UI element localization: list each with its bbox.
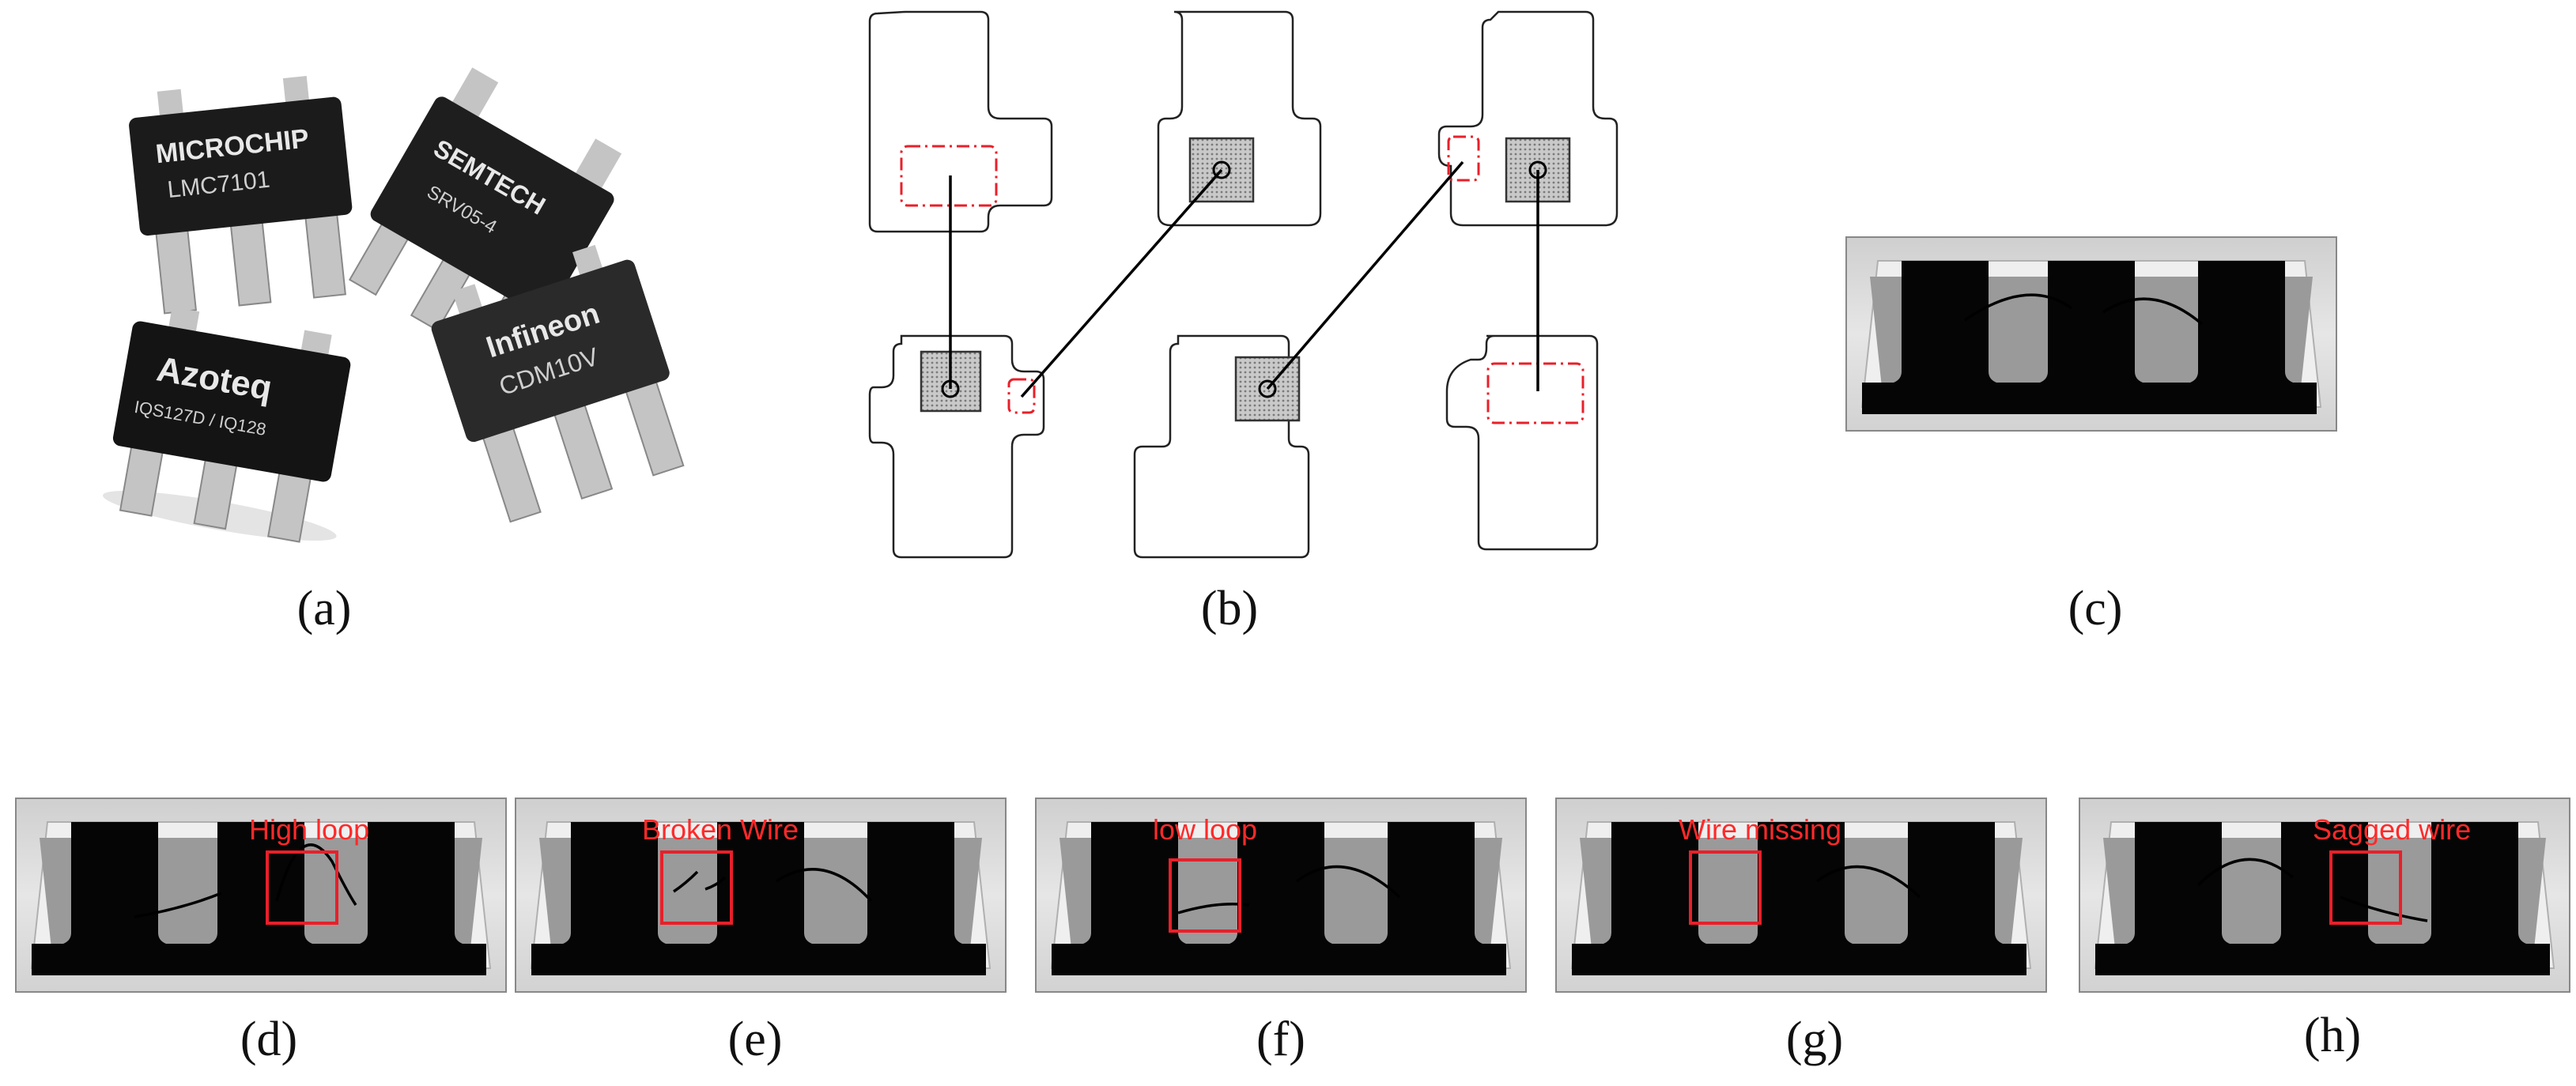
lead-frame-pad (868, 334, 1045, 559)
defect-box (2329, 850, 2402, 925)
panel-h-sagged-wire: Sagged wire (2079, 798, 2570, 993)
bond-target-box (1007, 378, 1036, 414)
caption-a: (a) (297, 582, 352, 635)
caption-h: (h) (2304, 1009, 2361, 1062)
panel-b-bonding-diagram (868, 10, 1618, 559)
defect-label: High loop (249, 813, 369, 846)
defect-label: low loop (1153, 813, 1257, 846)
caption-g: (g) (1786, 1012, 1843, 1066)
chip-microchip: MICROCHIP LMC7101 (129, 76, 353, 315)
panel-g-wire-missing: Wire missing (1555, 798, 2047, 993)
defect-box (1169, 858, 1241, 933)
bond-wire (1020, 168, 1223, 398)
defect-box (266, 850, 338, 925)
defect-box (1689, 850, 1762, 925)
bond-target-box (1486, 362, 1585, 424)
bond-target-box (900, 145, 998, 207)
defect-label: Wire missing (1679, 813, 1841, 846)
chip-azoteq: Azoteq IQS127D / IQ128 (103, 307, 351, 543)
panel-d-high-loop: High loop (15, 798, 507, 993)
caption-c: (c) (2068, 582, 2123, 635)
bond-target-box (1447, 135, 1480, 182)
chip-infineon: Infineon CDM10V (431, 244, 685, 523)
defect-label: Sagged wire (2313, 813, 2471, 846)
caption-d: (d) (240, 1012, 297, 1066)
caption-f: (f) (1256, 1012, 1305, 1066)
panel-e-broken-wire: Broken Wire (515, 798, 1007, 993)
panel-c-xray-reference (1845, 236, 2337, 432)
lead-frame-pad (1437, 10, 1618, 227)
defect-label: Broken Wire (642, 813, 799, 846)
caption-b: (b) (1201, 582, 1258, 635)
bond-wire (1266, 160, 1464, 390)
lead-frame-pad (868, 10, 1053, 233)
defect-box (660, 850, 733, 925)
lead-frame-pad (1445, 334, 1599, 551)
panel-f-low-loop: low loop (1035, 798, 1527, 993)
panel-a-chip-photos: MICROCHIP LMC7101 SEMTECH SRV05-4 Azoteq… (103, 67, 685, 543)
chip-semtech: SEMTECH SRV05-4 (348, 67, 622, 368)
caption-e: (e) (728, 1012, 783, 1066)
